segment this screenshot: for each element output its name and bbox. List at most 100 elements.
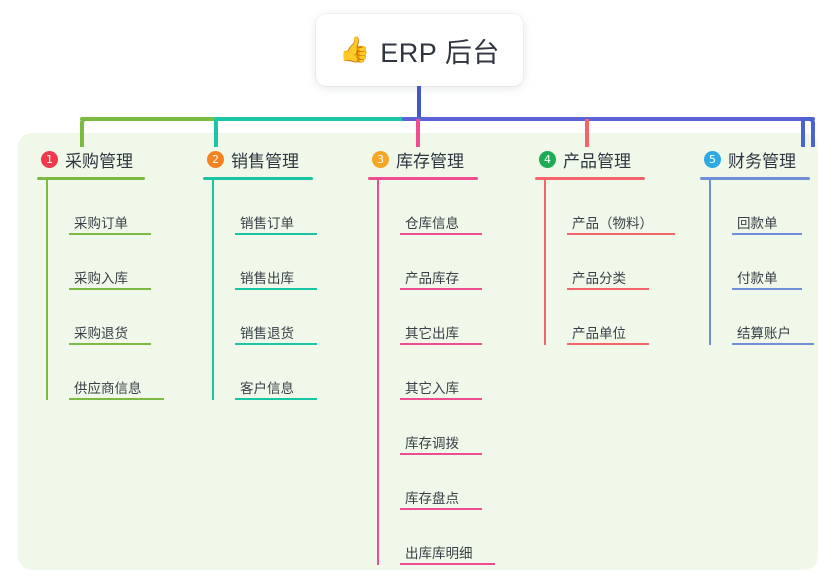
branch-title: 采购管理 (65, 152, 133, 171)
leaf-node-label: 客户信息 (240, 380, 294, 396)
leaf-underline (567, 288, 649, 290)
leaf-underline (69, 233, 151, 235)
branch-3: 3 库存管理仓库信息产品库存其它出库其它入库库存调拨库存盘点出库库明细 (368, 147, 518, 565)
leaf-node-label: 产品单位 (572, 325, 626, 341)
leaf-underline (235, 233, 317, 235)
leaf-underline (567, 233, 675, 235)
bus-purple (402, 117, 815, 121)
leaf-underline (400, 233, 482, 235)
leaf-underline (400, 508, 482, 510)
leaf-underline (732, 343, 814, 345)
leaf-underline (400, 398, 482, 400)
branch-spine (709, 180, 711, 345)
leaf-node-label: 产品库存 (405, 270, 459, 286)
leaf-node-label: 其它入库 (405, 380, 459, 396)
leaf-node[interactable]: 产品（物料） (567, 180, 685, 235)
stub-branch-2 (214, 119, 218, 147)
leaf-node-label: 其它出库 (405, 325, 459, 341)
leaf-node[interactable]: 采购订单 (69, 180, 187, 235)
leaf-node[interactable]: 其它入库 (400, 345, 518, 400)
branch-header-5[interactable]: 5 财务管理 (700, 147, 839, 172)
leaf-node[interactable]: 产品分类 (567, 235, 685, 290)
branch-number-badge: 3 (372, 151, 389, 168)
branch-spine (544, 180, 546, 345)
leaf-node[interactable]: 采购退货 (69, 290, 187, 345)
leaf-node[interactable]: 供应商信息 (69, 345, 187, 400)
bus-green (80, 117, 216, 121)
bus-left-elbow (80, 117, 94, 147)
leaf-node[interactable]: 产品单位 (567, 290, 685, 345)
root-node-title: ERP 后台 (380, 37, 500, 68)
leaf-node-label: 采购订单 (74, 215, 128, 231)
leaf-underline (732, 233, 802, 235)
leaf-node-label: 回款单 (737, 215, 778, 231)
branch-underline (37, 177, 145, 180)
branch-number-badge: 2 (207, 151, 224, 168)
leaf-underline (567, 343, 649, 345)
branch-title: 财务管理 (728, 152, 796, 171)
leaf-underline (235, 398, 317, 400)
leaf-node-label: 库存盘点 (405, 490, 459, 506)
leaf-node[interactable]: 结算账户 (732, 290, 839, 345)
leaf-underline (732, 288, 802, 290)
branch-number-badge: 4 (539, 151, 556, 168)
leaf-node[interactable]: 付款单 (732, 235, 839, 290)
leaf-node[interactable]: 库存调拨 (400, 400, 518, 455)
branch-underline (203, 177, 313, 180)
root-trunk-connector (417, 86, 421, 119)
branch-children: 产品（物料）产品分类产品单位 (544, 180, 685, 345)
leaf-node[interactable]: 客户信息 (235, 345, 353, 400)
leaf-node[interactable]: 销售订单 (235, 180, 353, 235)
branch-number-badge: 5 (704, 151, 721, 168)
diagram-background-panel (18, 133, 818, 570)
leaf-node-label: 销售出库 (240, 270, 294, 286)
leaf-node-label: 付款单 (737, 270, 778, 286)
branch-underline (700, 177, 810, 180)
branch-header-3[interactable]: 3 库存管理 (368, 147, 518, 172)
bus-teal (214, 117, 404, 121)
leaf-underline (69, 288, 151, 290)
leaf-node-label: 库存调拨 (405, 435, 459, 451)
leaf-node[interactable]: 库存盘点 (400, 455, 518, 510)
root-node-erp-backend[interactable]: 👍 ERP 后台 (316, 14, 523, 86)
branch-children: 采购订单采购入库采购退货供应商信息 (46, 180, 187, 400)
leaf-underline (69, 398, 164, 400)
leaf-underline (400, 288, 482, 290)
leaf-node-label: 结算账户 (737, 325, 791, 341)
branch-underline (368, 177, 478, 180)
branch-5: 5 财务管理回款单付款单结算账户 (700, 147, 839, 345)
leaf-node-label: 采购入库 (74, 270, 128, 286)
branch-underline (535, 177, 645, 180)
leaf-underline (400, 343, 482, 345)
leaf-underline (235, 343, 317, 345)
branch-children: 销售订单销售出库销售退货客户信息 (212, 180, 353, 400)
branch-spine (46, 180, 48, 400)
leaf-node[interactable]: 仓库信息 (400, 180, 518, 235)
stub-branch-5 (801, 119, 805, 147)
leaf-node[interactable]: 其它出库 (400, 290, 518, 345)
leaf-underline (235, 288, 317, 290)
branch-spine (377, 180, 379, 565)
leaf-node[interactable]: 采购入库 (69, 235, 187, 290)
leaf-underline (69, 343, 151, 345)
leaf-node[interactable]: 回款单 (732, 180, 839, 235)
branch-2: 2 销售管理销售订单销售出库销售退货客户信息 (203, 147, 353, 400)
stub-branch-3 (416, 119, 420, 147)
branch-children: 仓库信息产品库存其它出库其它入库库存调拨库存盘点出库库明细 (377, 180, 518, 565)
branch-header-2[interactable]: 2 销售管理 (203, 147, 353, 172)
leaf-node[interactable]: 销售退货 (235, 290, 353, 345)
branch-spine (212, 180, 214, 400)
leaf-node[interactable]: 销售出库 (235, 235, 353, 290)
leaf-node[interactable]: 产品库存 (400, 235, 518, 290)
branch-title: 库存管理 (396, 152, 464, 171)
leaf-node-label: 采购退货 (74, 325, 128, 341)
leaf-node[interactable]: 出库库明细 (400, 510, 518, 565)
bus-right-elbow (801, 117, 815, 147)
branch-title: 销售管理 (231, 152, 299, 171)
leaf-node-label: 销售订单 (240, 215, 294, 231)
leaf-node-label: 供应商信息 (74, 380, 142, 396)
